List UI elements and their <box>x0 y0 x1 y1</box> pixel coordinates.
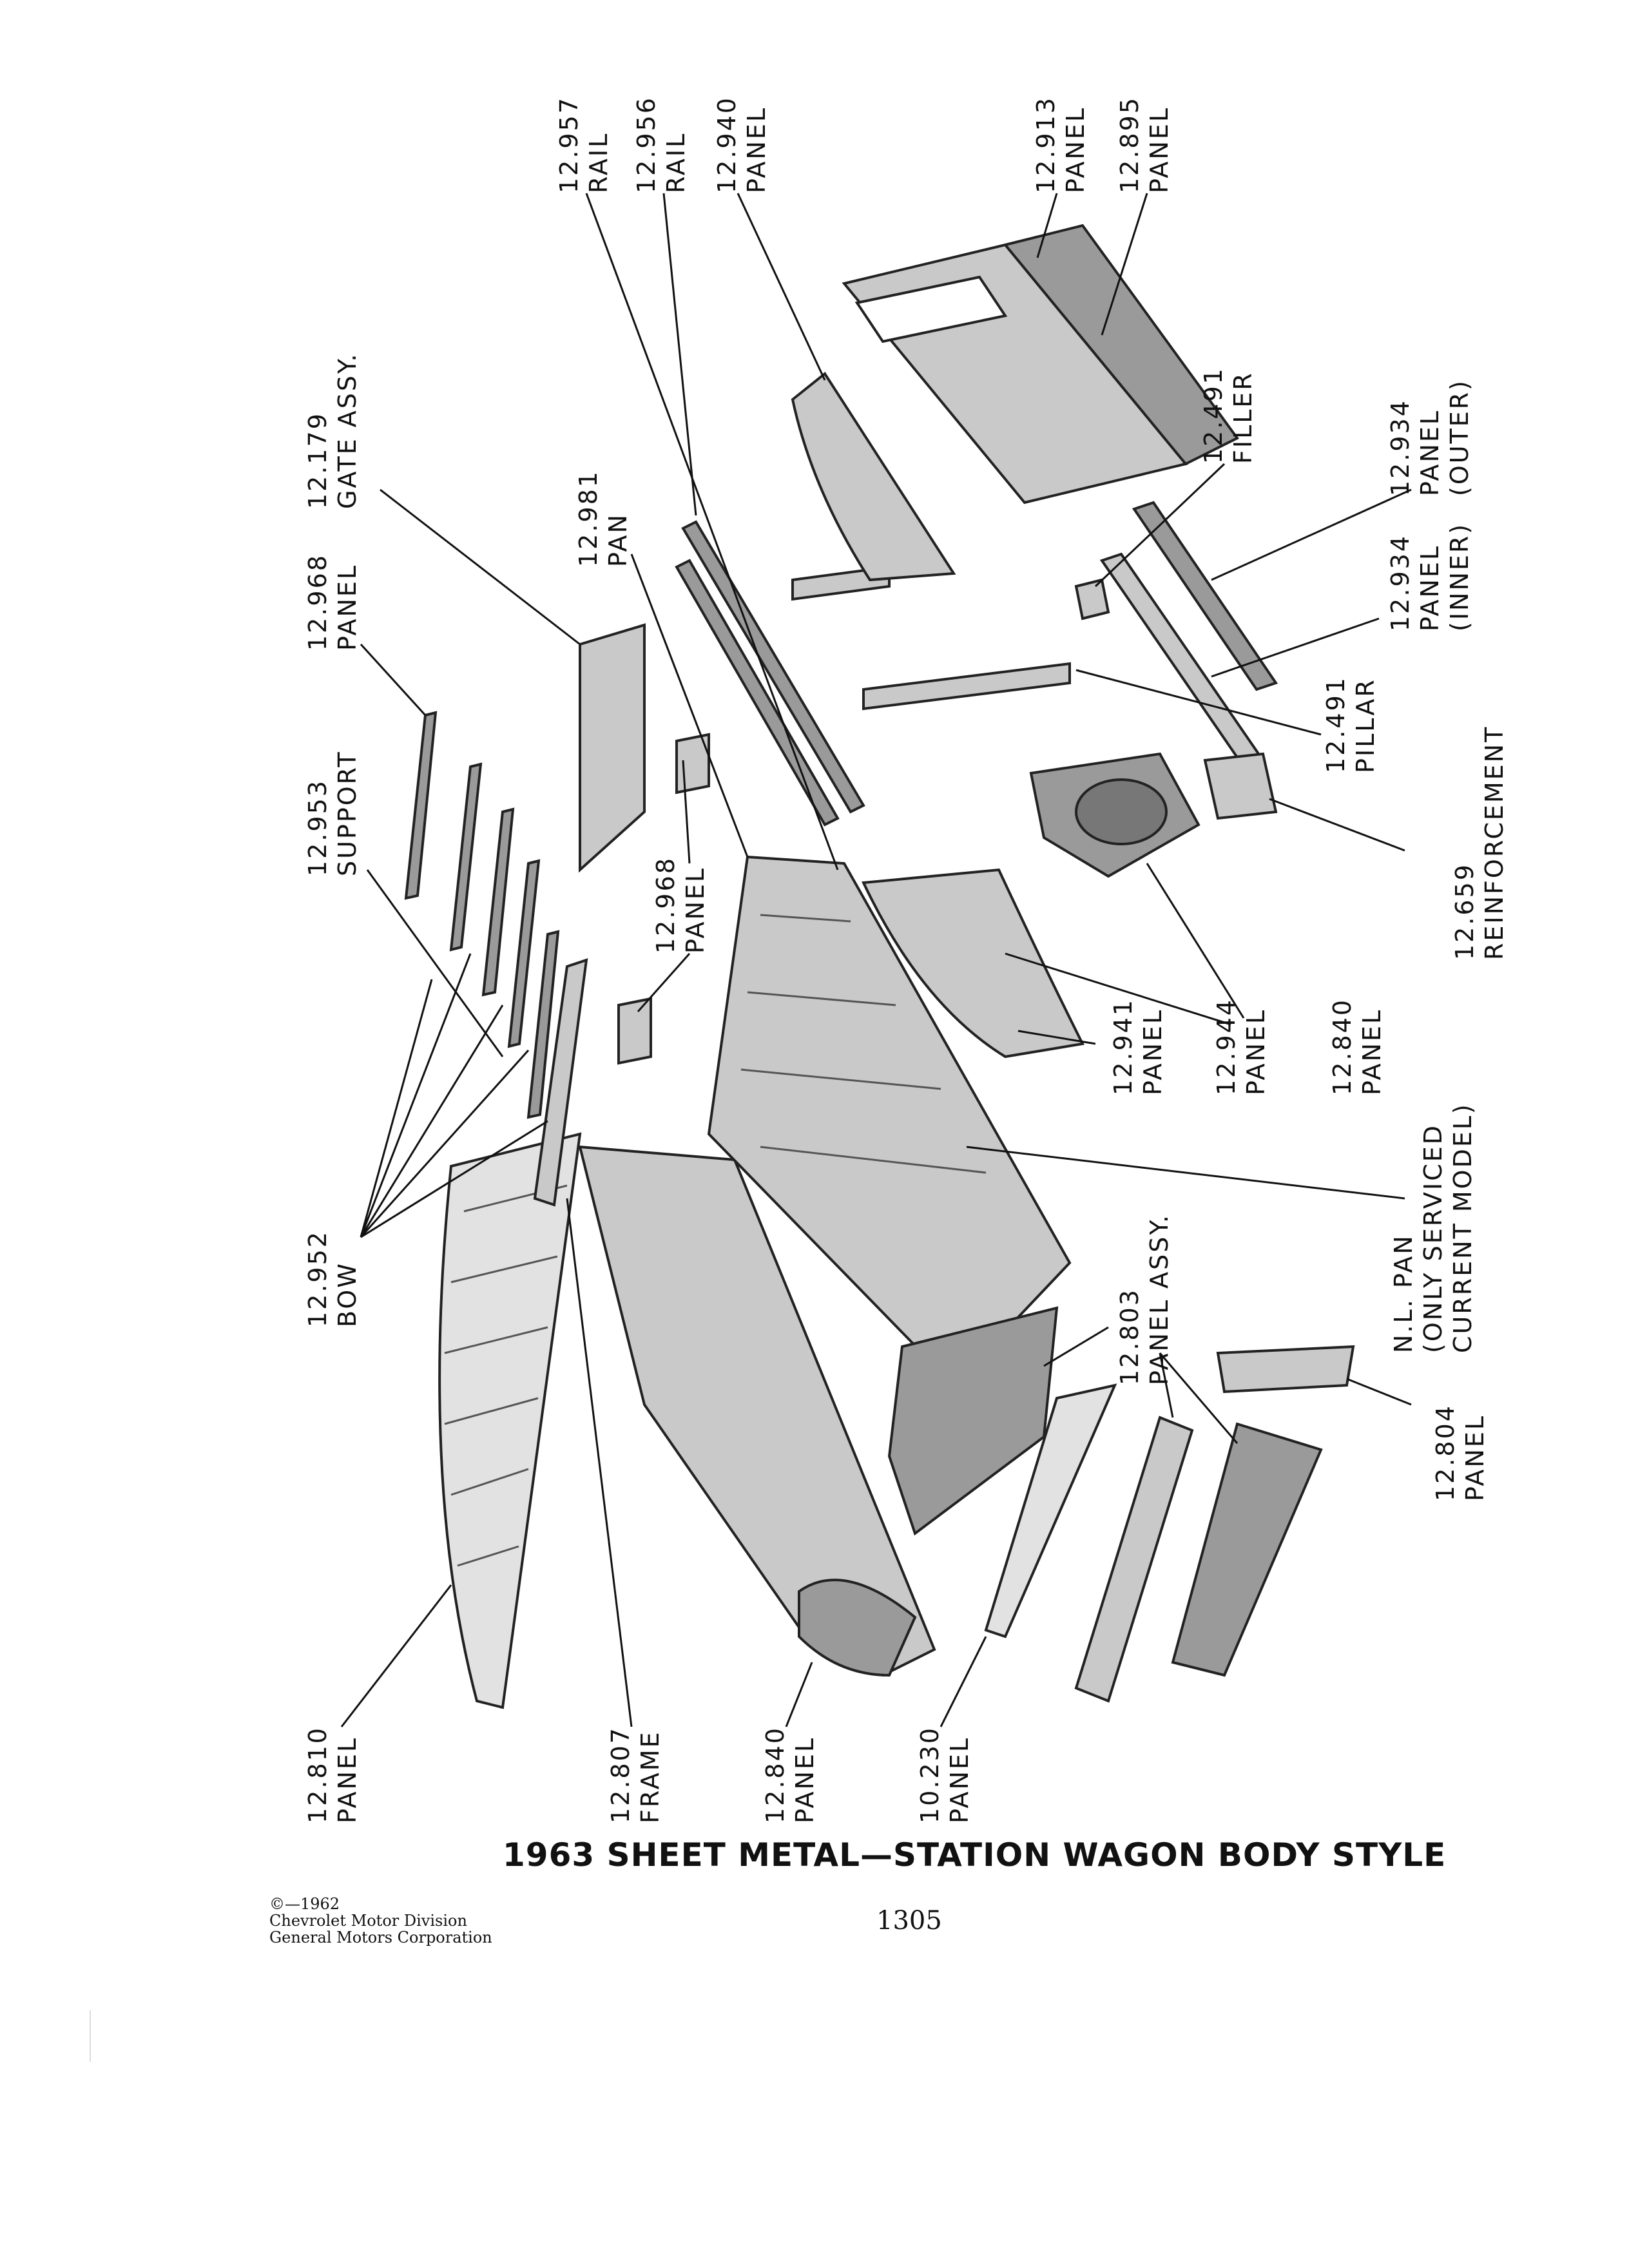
window-opening <box>854 275 1008 343</box>
roof-rail-12-956 <box>681 520 865 814</box>
pillar-12-491 <box>862 662 1071 711</box>
gate-assy-12-179 <box>579 623 646 873</box>
side-panel-12-940 <box>791 372 956 582</box>
wheelhouse-lower-12-840 <box>798 1579 917 1677</box>
wheelhouse-opening <box>1075 778 1168 845</box>
leader-lines <box>340 193 1412 1727</box>
frame-12-807 <box>533 958 588 1207</box>
side-outer-panel-12-895 <box>1003 224 1240 466</box>
reinforcement-12-659 <box>1203 752 1278 820</box>
cowl-panel-left <box>1074 1416 1194 1703</box>
rocker-panel-outer-12-934 <box>1132 501 1278 691</box>
cowl-panel-right <box>1171 1422 1323 1677</box>
dash-panel-assy-12-803 <box>887 1306 1059 1536</box>
windshield-panel-10-230 <box>984 1383 1117 1639</box>
page-title: 1963 SHEET METAL—STATION WAGON BODY STYL… <box>503 1836 1447 1874</box>
quarter-panel-12-941 <box>861 868 1084 1059</box>
pillar-left-12-940 <box>791 565 891 601</box>
copyright-notice: ©—1962 Chevrolet Motor Division General … <box>269 1895 492 1946</box>
roof-bows-12-952 <box>404 711 560 1119</box>
filler-12-491 <box>1074 578 1110 620</box>
page-number: 1305 <box>876 1906 942 1936</box>
roof-panel-12-810 <box>438 1132 582 1709</box>
panel-12-968-lower <box>617 997 652 1065</box>
panel-12-804 <box>1216 1345 1355 1394</box>
